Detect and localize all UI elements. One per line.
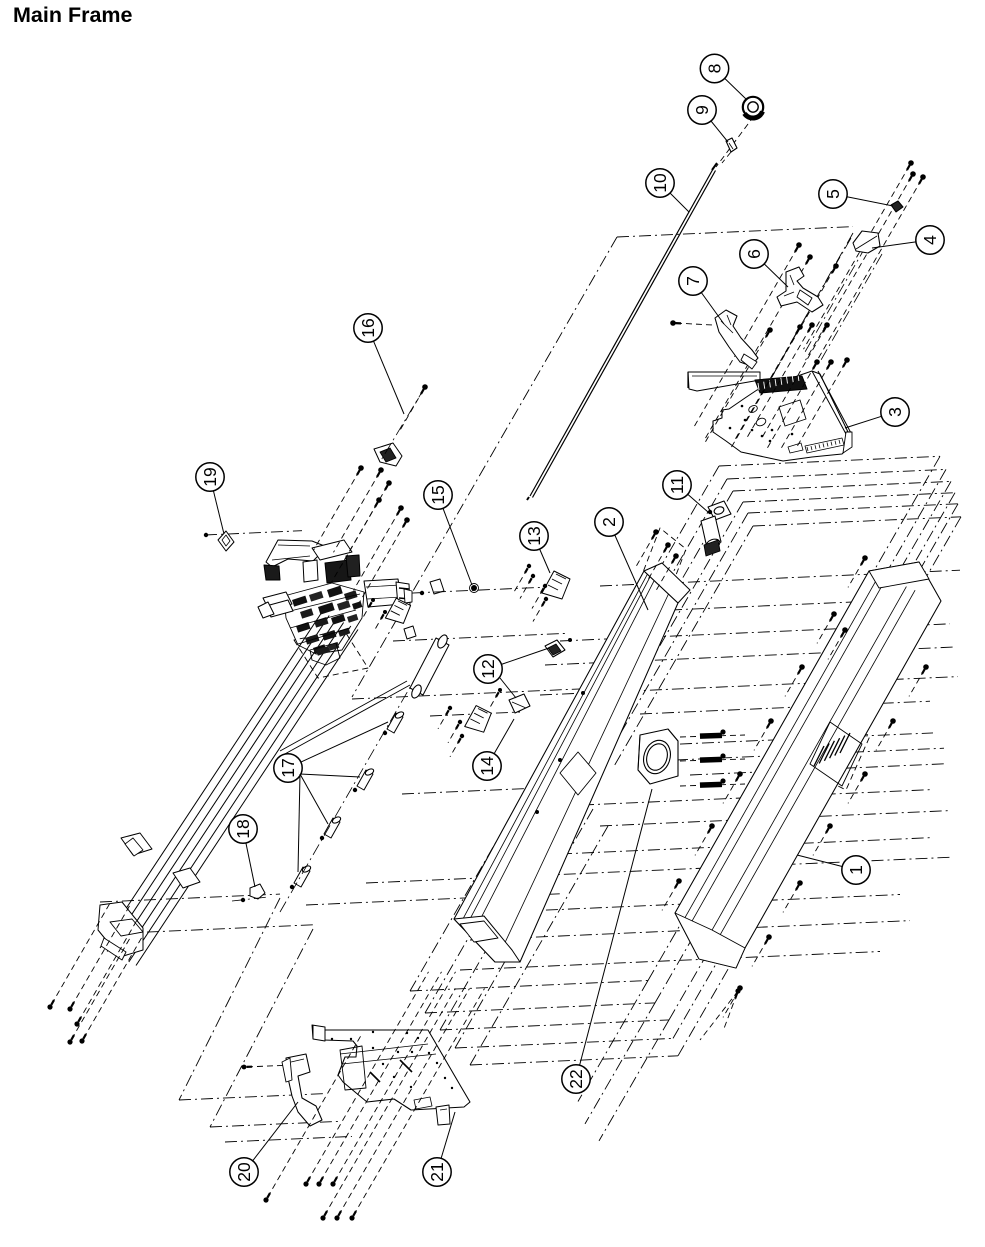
svg-text:5: 5 bbox=[823, 189, 843, 199]
svg-text:21: 21 bbox=[427, 1162, 447, 1181]
svg-text:12: 12 bbox=[478, 659, 498, 678]
svg-text:16: 16 bbox=[358, 318, 378, 337]
svg-text:8: 8 bbox=[705, 64, 725, 74]
svg-text:6: 6 bbox=[744, 249, 764, 259]
svg-text:2: 2 bbox=[599, 517, 619, 527]
svg-text:13: 13 bbox=[524, 526, 544, 545]
svg-text:4: 4 bbox=[920, 235, 940, 245]
svg-text:20: 20 bbox=[234, 1162, 254, 1182]
svg-text:11: 11 bbox=[667, 476, 687, 494]
svg-text:18: 18 bbox=[233, 819, 253, 838]
svg-text:15: 15 bbox=[428, 485, 448, 504]
svg-text:3: 3 bbox=[885, 407, 905, 417]
svg-text:14: 14 bbox=[477, 756, 497, 776]
svg-text:19: 19 bbox=[200, 467, 220, 486]
svg-text:17: 17 bbox=[278, 758, 298, 777]
svg-text:7: 7 bbox=[683, 276, 703, 286]
svg-text:22: 22 bbox=[566, 1069, 586, 1088]
svg-text:9: 9 bbox=[692, 105, 712, 115]
svg-text:1: 1 bbox=[846, 865, 866, 875]
svg-text:10: 10 bbox=[650, 173, 670, 193]
svg-text:Main Frame: Main Frame bbox=[13, 3, 133, 27]
